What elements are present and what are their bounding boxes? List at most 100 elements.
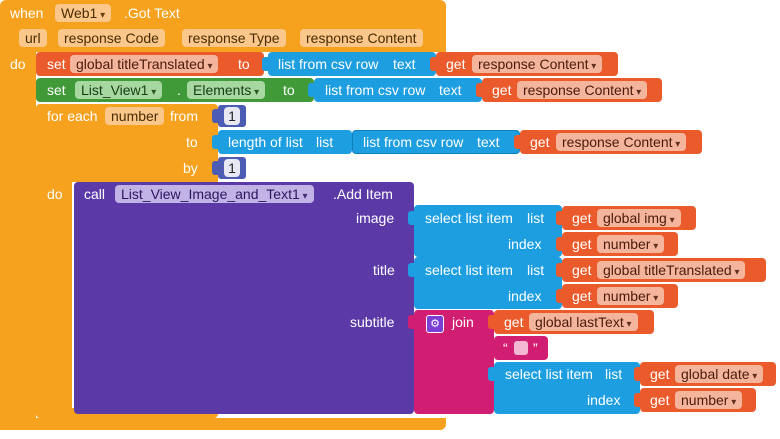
list-from-csv-row-block[interactable] xyxy=(352,130,520,154)
socket-connector xyxy=(308,83,314,97)
join-label: join xyxy=(452,314,474,330)
socket-connector xyxy=(556,263,562,277)
set-label: set xyxy=(47,56,66,72)
by-label: by xyxy=(183,160,198,176)
variable-dropdown-number[interactable]: number xyxy=(597,287,665,305)
call-add-item-block[interactable] xyxy=(74,182,414,414)
event-block-bottom-arm xyxy=(0,418,446,430)
list-from-csv-row-label: list from csv row xyxy=(278,56,379,72)
component-dropdown-list-view1[interactable]: List_View1 xyxy=(75,81,163,99)
socket-connector xyxy=(212,135,218,149)
socket-connector xyxy=(408,211,414,225)
get-label: get xyxy=(572,210,592,226)
title-arg-label: title xyxy=(373,262,395,278)
event-block-left-rail xyxy=(0,52,36,430)
param-response-code[interactable]: response Code xyxy=(58,29,165,47)
get-variable-dropdown[interactable]: response Content xyxy=(517,81,648,99)
socket-connector xyxy=(262,57,268,71)
socket-connector xyxy=(346,135,352,149)
from-value[interactable]: 1 xyxy=(224,107,240,125)
socket-connector xyxy=(634,367,640,381)
socket-connector xyxy=(476,83,482,97)
length-of-list-block[interactable] xyxy=(218,130,352,154)
variable-dropdown-global-title-translated[interactable]: global titleTranslated xyxy=(597,261,746,279)
variable-dropdown-number[interactable]: number xyxy=(597,235,665,253)
get-label: get xyxy=(530,134,550,150)
param-url[interactable]: url xyxy=(19,29,47,47)
component-dropdown-web1[interactable]: Web1 xyxy=(55,4,112,22)
variable-dropdown-global-last-text[interactable]: global lastText xyxy=(529,313,638,331)
list-from-csv-row-block[interactable] xyxy=(268,52,436,76)
from-label: from xyxy=(170,108,198,124)
socket-connector xyxy=(488,315,494,329)
socket-connector xyxy=(514,135,520,149)
get-label: get xyxy=(572,262,592,278)
variable-dropdown-title-translated[interactable]: global titleTranslated xyxy=(70,55,219,73)
length-of-list-label: length of list xyxy=(228,134,303,150)
get-variable-dropdown[interactable]: response Content xyxy=(556,133,687,151)
close-quote-label: ” xyxy=(533,340,538,356)
event-name-label: .Got Text xyxy=(124,5,180,21)
open-quote-label: “ xyxy=(503,340,508,356)
select-list-item-label: select list item xyxy=(425,210,513,226)
get-label: get xyxy=(492,82,512,98)
list-from-csv-row-label: list from csv row xyxy=(325,82,426,98)
gear-icon[interactable]: ⚙ xyxy=(426,315,444,333)
empty-text-field[interactable] xyxy=(514,341,528,355)
loop-variable-number[interactable]: number xyxy=(105,107,165,125)
get-label: get xyxy=(572,288,592,304)
subtitle-arg-label: subtitle xyxy=(350,314,395,330)
get-label: get xyxy=(650,366,670,382)
get-label: get xyxy=(446,56,466,72)
to-label: to xyxy=(186,134,198,150)
set-label: set xyxy=(47,82,66,98)
get-label: get xyxy=(504,314,524,330)
select-list-item-block-title[interactable] xyxy=(414,257,562,309)
get-label: get xyxy=(572,236,592,252)
select-list-item-block-date[interactable] xyxy=(494,362,640,414)
do-label: do xyxy=(10,56,26,72)
socket-connector xyxy=(430,57,436,71)
socket-connector xyxy=(634,393,640,407)
when-label: when xyxy=(10,5,44,21)
socket-connector xyxy=(212,109,218,123)
method-name-label: .Add Item xyxy=(333,186,393,202)
param-response-type[interactable]: response Type xyxy=(182,29,286,47)
socket-connector xyxy=(408,315,414,329)
for-each-label: for each xyxy=(47,108,98,124)
do-label: do xyxy=(47,186,63,202)
get-variable-dropdown[interactable]: response Content xyxy=(472,55,603,73)
list-from-csv-row-label: list from csv row xyxy=(363,134,464,150)
dot-label: . xyxy=(177,82,181,98)
select-list-item-label: select list item xyxy=(505,366,593,382)
list-arg-label: list xyxy=(605,366,623,382)
index-arg-label: index xyxy=(508,236,542,252)
variable-dropdown-number[interactable]: number xyxy=(675,391,743,409)
get-label: get xyxy=(650,392,670,408)
socket-connector xyxy=(556,211,562,225)
by-value[interactable]: 1 xyxy=(224,159,240,177)
select-list-item-label: select list item xyxy=(425,262,513,278)
text-arg-label: text xyxy=(439,82,462,98)
socket-connector xyxy=(488,367,494,381)
component-dropdown-list-view-image-and-text1[interactable]: List_View_Image_and_Text1 xyxy=(115,185,314,203)
list-arg-label: list xyxy=(527,210,545,226)
variable-dropdown-global-img[interactable]: global img xyxy=(597,209,681,227)
to-label: to xyxy=(238,56,250,72)
property-dropdown-elements[interactable]: Elements xyxy=(187,81,266,99)
socket-connector xyxy=(488,341,494,355)
socket-connector xyxy=(212,161,218,175)
image-arg-label: image xyxy=(356,210,395,226)
socket-connector xyxy=(556,237,562,251)
variable-dropdown-global-date[interactable]: global date xyxy=(675,365,764,383)
param-response-content[interactable]: response Content xyxy=(300,29,423,47)
list-from-csv-row-block[interactable] xyxy=(314,78,482,102)
socket-connector xyxy=(408,263,414,277)
call-label: call xyxy=(84,186,106,202)
text-arg-label: text xyxy=(393,56,416,72)
index-arg-label: index xyxy=(508,288,542,304)
select-list-item-block-image[interactable] xyxy=(414,205,562,257)
index-arg-label: index xyxy=(587,392,621,408)
list-arg-label: list xyxy=(316,134,334,150)
for-each-left-rail xyxy=(36,182,72,414)
